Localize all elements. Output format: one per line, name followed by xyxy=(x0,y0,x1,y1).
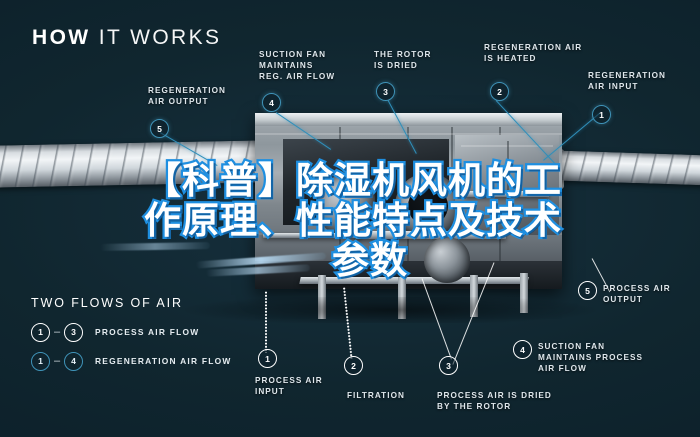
desiccant-rotor xyxy=(395,173,461,239)
support-rail xyxy=(299,277,529,284)
dehumidifier-machine-photo xyxy=(0,105,700,323)
callout-marker-1-bottom[interactable]: 1 xyxy=(258,349,277,368)
callout-marker-2-bottom[interactable]: 2 xyxy=(344,356,363,375)
legend-row-regeneration-air-flow: 1 – 4 REGENERATION AIR FLOW xyxy=(31,350,232,372)
cabinet-interior-cavity xyxy=(283,139,461,239)
page-title: HOW IT WORKS xyxy=(32,26,221,50)
leader-line-1-bottom xyxy=(265,291,267,353)
legend-marker-from-1-teal: 1 xyxy=(31,351,50,371)
support-leg xyxy=(470,275,478,317)
callout-label-filtration: FILTRATION xyxy=(347,391,405,400)
callout-label-rotor-dried: THE ROTOR IS DRIED xyxy=(374,50,432,70)
legend-marker-from-1: 1 xyxy=(31,322,50,342)
title-light: IT WORKS xyxy=(98,26,222,49)
callout-label-process-air-input: PROCESS AIR INPUT xyxy=(255,376,323,396)
callout-label-process-air-dried: PROCESS AIR IS DRIED BY THE ROTOR xyxy=(437,391,552,411)
left-air-duct xyxy=(0,140,263,188)
upper-shelf xyxy=(356,231,506,239)
legend: TWO FLOWS OF AIR 1 – 3 PROCESS AIR FLOW … xyxy=(31,296,232,379)
callout-marker-2-top[interactable]: 2 xyxy=(490,82,509,101)
callout-marker-5-top[interactable]: 5 xyxy=(150,119,169,138)
legend-dash: – xyxy=(53,355,61,367)
fan-wheel-left xyxy=(317,169,375,239)
airflow-streak xyxy=(99,242,211,251)
callout-label-suction-fan-process: SUCTION FAN MAINTAINS PROCESS AIR FLOW xyxy=(538,342,644,373)
legend-label-regeneration-air-flow: REGENERATION AIR FLOW xyxy=(95,356,232,366)
right-air-duct xyxy=(555,150,700,186)
callout-label-process-air-output: PROCESS AIR OUTPUT xyxy=(603,284,671,304)
callout-marker-3-bottom[interactable]: 3 xyxy=(439,356,458,375)
machine-cabinet xyxy=(255,113,562,289)
process-fan-wheel xyxy=(424,237,470,283)
callout-label-regen-air-input: REGENERATION AIR INPUT xyxy=(588,71,666,91)
callout-label-regen-air-heated: REGENERATION AIR IS HEATED xyxy=(484,43,583,63)
callout-marker-1-top[interactable]: 1 xyxy=(592,105,611,124)
title-bold: HOW xyxy=(32,26,91,49)
legend-dash: – xyxy=(53,326,61,338)
support-leg xyxy=(520,273,528,313)
legend-label-process-air-flow: PROCESS AIR FLOW xyxy=(95,327,200,337)
callout-label-regeneration-air-output: REGENERATION AIR OUTPUT xyxy=(148,86,226,106)
callout-label-suction-fan-reg: SUCTION FAN MAINTAINS REG. AIR FLOW xyxy=(259,50,336,81)
floor-shadow xyxy=(180,297,600,323)
callout-marker-4-top[interactable]: 4 xyxy=(262,93,281,112)
callout-marker-4-bottom[interactable]: 4 xyxy=(513,340,532,359)
callout-marker-3-top[interactable]: 3 xyxy=(376,82,395,101)
legend-marker-to-3: 3 xyxy=(64,322,83,342)
legend-row-process-air-flow: 1 – 3 PROCESS AIR FLOW xyxy=(31,321,232,343)
callout-marker-5-bottom[interactable]: 5 xyxy=(578,281,597,300)
legend-title: TWO FLOWS OF AIR xyxy=(31,296,183,310)
legend-marker-to-4-teal: 4 xyxy=(64,351,83,371)
